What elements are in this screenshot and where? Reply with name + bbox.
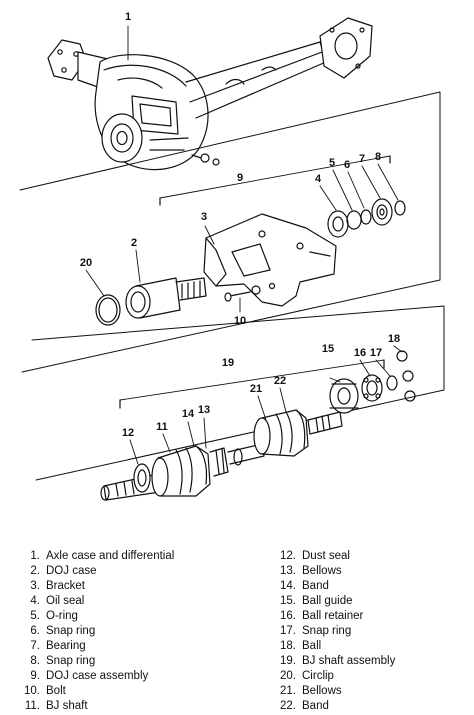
legend-left-label: Axle case and differential: [46, 550, 175, 562]
ball-guide: [329, 378, 359, 414]
legend-right-label: Circlip: [302, 670, 334, 682]
legend-left-label: Snap ring: [46, 625, 96, 637]
legend-left-label: Bearing: [46, 640, 86, 652]
axle-case-and-differential: [47, 17, 373, 171]
legend-left-label: Oil seal: [46, 595, 85, 607]
callout-16: 16: [354, 347, 366, 359]
legend-left-number: 1.: [30, 550, 40, 562]
legend-right-label: Band: [302, 580, 329, 592]
legend-left-label: DOJ case: [46, 565, 97, 577]
legend-right-label: Snap ring: [302, 625, 352, 637]
legend-left-label: Bolt: [46, 685, 66, 697]
inner-joint-bellows: [253, 409, 309, 457]
o-ring: [346, 210, 362, 230]
legend-right-number: 15.: [280, 595, 296, 607]
legend-left-number: 5.: [30, 610, 40, 622]
legend-left-label: BJ shaft: [46, 700, 88, 712]
legend-right-label: Bellows: [302, 685, 342, 697]
oil-seal: [327, 210, 349, 238]
callout-20: 20: [80, 257, 92, 269]
legend-left-label: DOJ case assembly: [46, 670, 149, 682]
legend-left-number: 10.: [24, 685, 40, 697]
legend-left-number: 3.: [30, 580, 40, 592]
callout-22: 22: [274, 375, 286, 387]
doj-case: [125, 277, 207, 319]
legend-right-number: 13.: [280, 565, 296, 577]
snap-ring-17: [386, 375, 398, 391]
bearing: [371, 198, 393, 226]
legend-right-number: 19.: [280, 655, 296, 667]
legend-left-number: 7.: [30, 640, 40, 652]
callout-18: 18: [388, 333, 400, 345]
legend-left-number: 8.: [30, 655, 40, 667]
legend-left-label: O-ring: [46, 610, 78, 622]
callout-12: 12: [122, 427, 134, 439]
bracket: [203, 213, 337, 307]
bolt: [224, 285, 261, 302]
callout-14: 14: [182, 408, 195, 420]
callout-21: 21: [250, 383, 262, 395]
outer-joint-bellows: [151, 445, 229, 497]
legend-left-number: 11.: [24, 700, 40, 712]
legend-right-label: BJ shaft assembly: [302, 655, 396, 667]
circlip: [95, 294, 121, 326]
legend-right-number: 12.: [280, 550, 296, 562]
legend-right-label: Band: [302, 700, 329, 712]
callout-2: 2: [131, 237, 137, 249]
legend-right-label: Ball: [302, 640, 322, 652]
inner-shaft-spline: [307, 411, 343, 435]
callout-3: 3: [201, 211, 207, 223]
callout-17: 17: [370, 347, 382, 359]
callout-5: 5: [329, 157, 335, 169]
legend-right-number: 18.: [280, 640, 296, 652]
callout-13: 13: [198, 404, 210, 416]
legend-right-label: Ball guide: [302, 595, 353, 607]
legend-left-number: 2.: [30, 565, 40, 577]
snap-ring-8: [394, 200, 406, 216]
dust-seal: [133, 463, 151, 493]
callout-11: 11: [156, 421, 168, 433]
legend-right-number: 16.: [280, 610, 296, 622]
legend-right-label: Bellows: [302, 565, 342, 577]
callout-8: 8: [375, 151, 381, 163]
callout-7: 7: [359, 153, 365, 165]
callout-6: 6: [344, 159, 350, 171]
legend-left-number: 9.: [30, 670, 40, 682]
legend-right-number: 20.: [280, 670, 296, 682]
legend-right-label: Dust seal: [302, 550, 350, 562]
callout-9: 9: [237, 172, 243, 184]
legend-right-number: 17.: [280, 625, 296, 637]
callout-19: 19: [222, 357, 234, 369]
legend-right-number: 21.: [280, 685, 296, 697]
legend-right-number: 14.: [280, 580, 296, 592]
snap-ring-6: [360, 209, 372, 225]
legend-right-number: 22.: [280, 700, 296, 712]
legend-left-number: 4.: [30, 595, 40, 607]
callout-10: 10: [234, 315, 246, 327]
axle-exploded-view: 1 2 3 4 5 6 7 8 9 10 11 12 13 14 15 16 1…: [19, 11, 445, 501]
legend-left-label: Snap ring: [46, 655, 96, 667]
bj-shaft: [100, 473, 161, 501]
callout-1: 1: [125, 11, 131, 23]
ball-retainer: [361, 374, 383, 402]
legend-left-number: 6.: [30, 625, 40, 637]
legend-right-label: Ball retainer: [302, 610, 364, 622]
callout-15: 15: [322, 343, 334, 355]
callout-4: 4: [315, 173, 322, 185]
balls: [396, 350, 416, 402]
legend-left-label: Bracket: [46, 580, 85, 592]
